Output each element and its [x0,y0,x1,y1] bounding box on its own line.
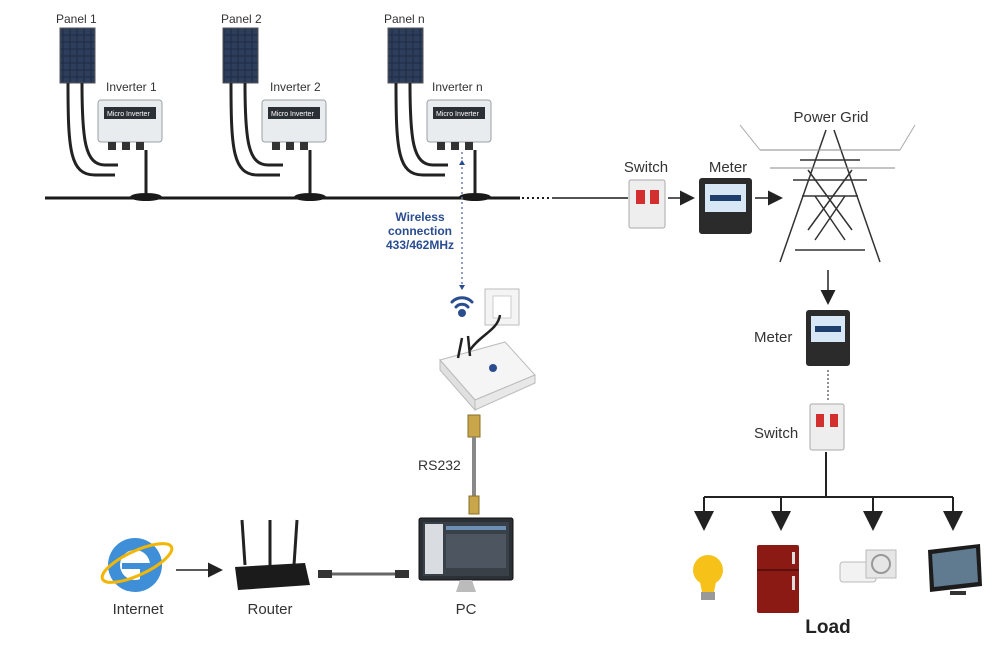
load-switch-label: Switch [754,425,798,442]
pv-unit-n: Panel n Inverter n Micro Inverter [384,12,492,201]
power-grid-label: Power Grid [793,109,868,126]
wall-socket-icon [468,288,520,351]
load-meter-label: Meter [754,329,792,346]
svg-text:Micro Inverter: Micro Inverter [436,111,479,118]
grid-meter: Meter [699,159,752,234]
wireless-link: Wireless connection 433/462MHz [386,152,465,292]
refrigerator-icon [757,545,799,613]
load-label: Load [805,617,850,638]
internet-label: Internet [113,601,165,618]
internet-explorer-icon: Internet [100,538,174,618]
wireless-line3: 433/462MHz [386,238,454,252]
wireless-line1: Wireless [395,210,445,224]
router-icon: Router [235,519,310,618]
rs232-cable: RS232 [418,414,481,515]
inverter-label: Inverter 1 [106,80,157,94]
pv-unit-2: Panel 2 Inverter 2 Micro Inverter [221,12,327,201]
load-meter: Meter [754,310,850,366]
panel-label: Panel n [384,12,425,26]
svg-text:Micro Inverter: Micro Inverter [107,111,150,118]
grid-switch: Switch [624,159,668,229]
power-grid: Power Grid [739,109,916,263]
light-bulb-icon [693,555,723,600]
svg-text:Micro Inverter: Micro Inverter [271,111,314,118]
pc-icon: PC [418,517,514,618]
micro-inverter-icon: Micro Inverter [261,99,327,150]
wireless-line2: connection [388,224,452,238]
panel-label: Panel 2 [221,12,262,26]
micro-inverter-icon: Micro Inverter [426,99,492,150]
load-distribution-lines [694,452,963,531]
solar-panel-icon [59,27,96,84]
load-switch: Switch [754,403,845,451]
panel-label: Panel 1 [56,12,97,26]
television-icon [928,544,982,595]
solar-panel-icon [222,27,259,84]
wifi-icon [450,296,474,317]
breaker-switch-icon [628,179,666,229]
micro-inverter-icon: Micro Inverter [97,99,163,150]
inverter-label: Inverter n [432,80,483,94]
gateway-device-icon [439,335,536,412]
solar-panel-icon [387,27,424,84]
pc-label: PC [456,601,477,618]
router-label: Router [247,601,292,618]
inverter-label: Inverter 2 [270,80,321,94]
pv-unit-1: Panel 1 Inverter 1 Micro Inverter [56,12,163,201]
rs232-label: RS232 [418,457,461,473]
grid-switch-label: Switch [624,159,668,176]
air-conditioner-icon [839,549,897,583]
breaker-switch-icon [809,403,845,451]
transmission-tower-icon [739,124,916,263]
ethernet-cable [318,570,409,578]
grid-meter-label: Meter [709,159,747,176]
